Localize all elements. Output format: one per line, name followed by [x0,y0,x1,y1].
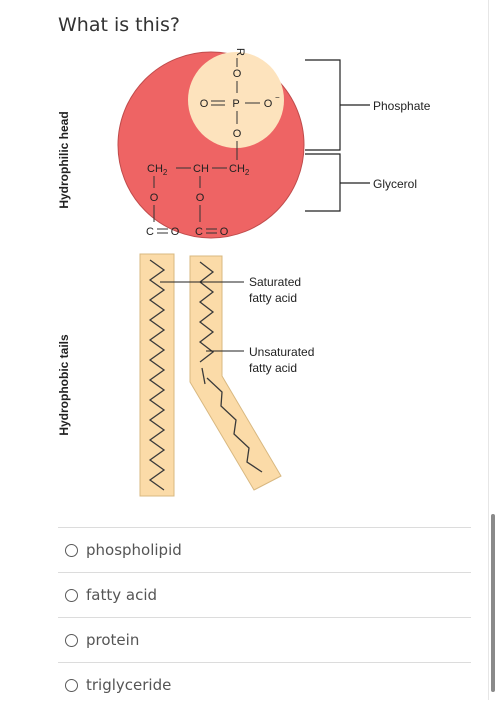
phosphate-label: Phosphate [373,99,431,113]
option-label: protein [86,631,140,649]
scrollbar[interactable] [491,514,495,692]
formula-r: R [234,48,246,56]
option-triglyceride[interactable]: triglyceride [58,662,471,707]
saturated-label-2: fatty acid [249,291,297,305]
formula-p: P [232,98,239,110]
unsaturated-tail [189,255,282,491]
hydrophobic-tails-label: Hydrophobic tails [57,334,71,436]
unsaturated-label-2: fatty acid [249,361,297,375]
option-label: triglyceride [86,676,172,694]
formula-o-minus: − [275,93,280,102]
hydrophilic-head-label: Hydrophilic head [57,111,71,208]
question-text: What is this? [58,14,180,36]
unsaturated-tail-chain-lower [206,377,263,473]
formula-o-carbonyl-mid: O [220,226,229,238]
answer-options: phospholipid fatty acid protein triglyce… [58,527,471,707]
cis-double-bond [201,367,206,385]
option-protein[interactable]: protein [58,617,471,662]
radio-button[interactable] [65,543,78,557]
formula-o-right: O [264,98,273,110]
option-label: phospholipid [86,541,182,559]
glycerol-bracket [305,153,341,212]
formula-ch: CH [193,163,209,175]
formula-o-double: O [200,98,209,110]
phospholipid-diagram: Hydrophilic head Hydrophobic tails R O O… [57,48,431,497]
radio-button[interactable] [65,678,78,692]
formula-o-ester-left: O [150,192,159,204]
saturated-label-1: Saturated [249,275,301,289]
formula-o-ester-mid: O [196,192,205,204]
formula-o-carbonyl-left: O [171,226,180,238]
unsaturated-label-1: Unsaturated [249,345,314,359]
formula-ch2-left: CH2 [147,163,168,177]
question-card: What is this? Hydrophilic head Hydrophob… [57,0,489,700]
option-phospholipid[interactable]: phospholipid [58,527,471,572]
radio-button[interactable] [65,633,78,647]
option-label: fatty acid [86,586,158,604]
saturated-tail-chain [148,259,166,491]
formula-c-left: C [146,226,154,238]
phosphate-bracket [305,59,341,151]
formula-ch2-right: CH2 [229,163,250,177]
unsaturated-tail-chain-upper [198,261,215,363]
formula-o-bottom: O [233,128,242,140]
formula-c-mid: C [195,226,203,238]
option-fatty-acid[interactable]: fatty acid [58,572,471,617]
phosphate-group [188,52,284,148]
glycerol-label: Glycerol [373,177,417,191]
formula-o-top: O [233,68,242,80]
radio-button[interactable] [65,588,78,602]
